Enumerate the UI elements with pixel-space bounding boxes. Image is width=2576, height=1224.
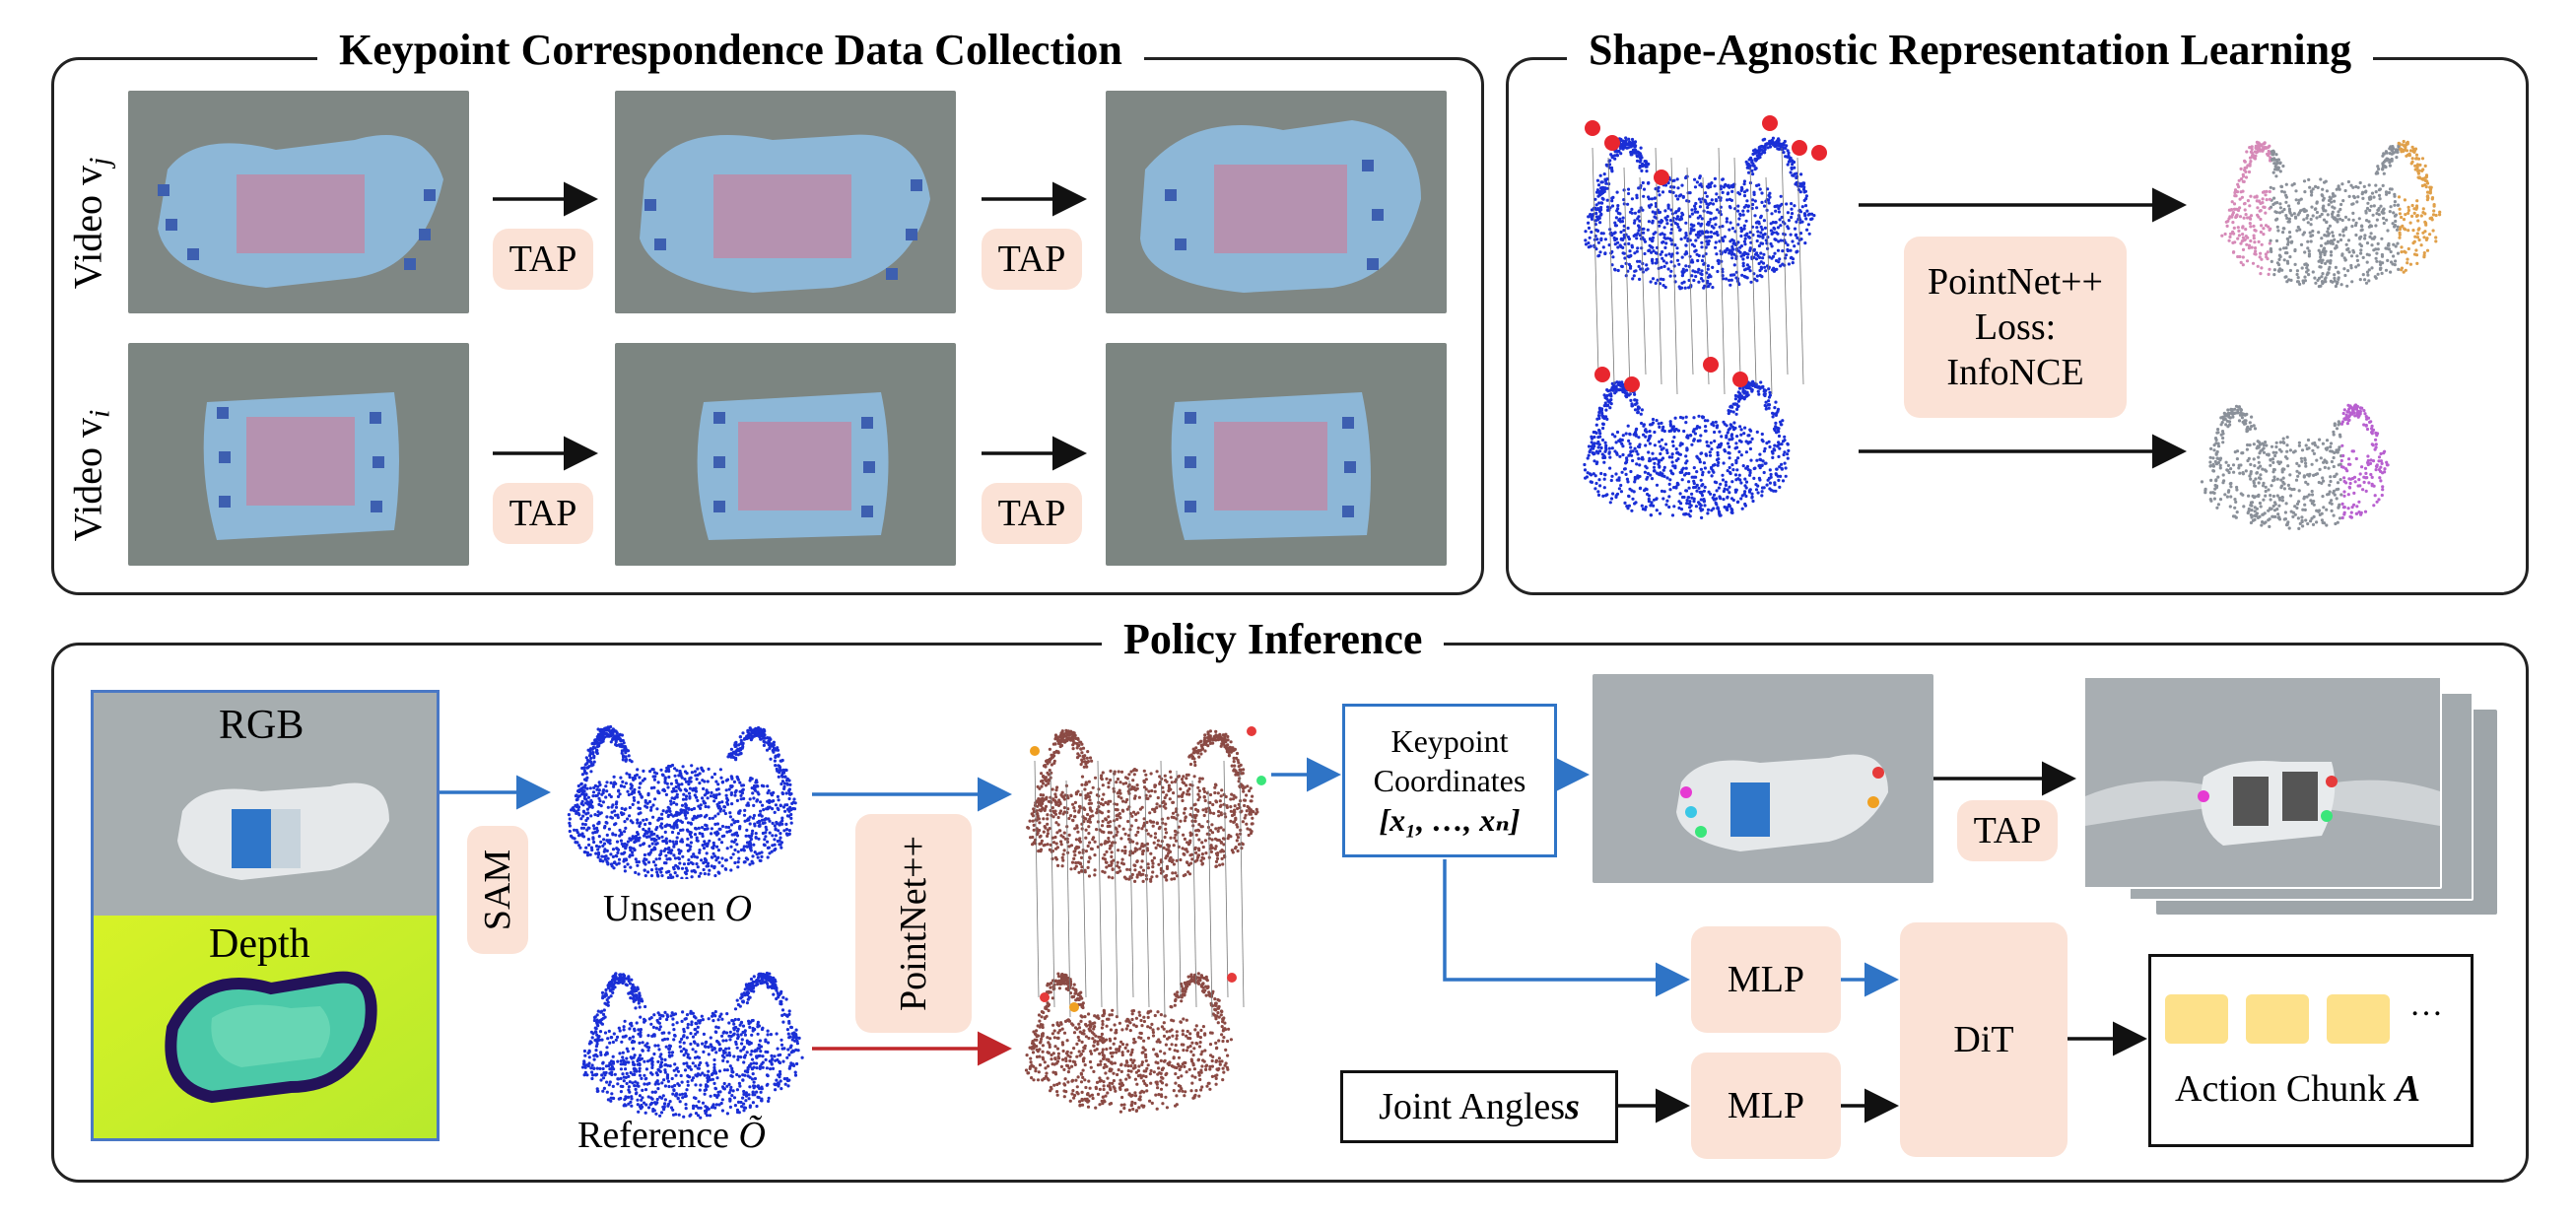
action-frame-front	[2083, 676, 2442, 889]
tap-pill-policy: TAP	[1957, 800, 2058, 861]
policy-title: Policy Inference	[1102, 613, 1445, 666]
mlp-joint-pill: MLP	[1691, 1053, 1841, 1159]
video-i-frame-2	[615, 343, 956, 566]
action-chunk-token-2	[2246, 994, 2309, 1044]
tap-pill-i-2: TAP	[982, 483, 1082, 544]
video-j-frame-2	[615, 91, 956, 313]
unseen-label: Unseen O	[603, 888, 752, 929]
pointnet-infonce-pill: PointNet++ Loss: InfoNCE	[1904, 237, 2127, 418]
depth-label: Depth	[209, 921, 310, 967]
mlp-keypoint-pill: MLP	[1691, 926, 1841, 1033]
feature-cloud-top	[2211, 114, 2458, 331]
joint-angles-box: Joint Angles s	[1340, 1070, 1618, 1143]
reference-label: Reference Õ	[577, 1115, 766, 1156]
pointnet-pill: PointNet++	[855, 814, 972, 1033]
unseen-point-cloud	[556, 698, 818, 879]
tap-pill-i-1: TAP	[493, 483, 593, 544]
matched-point-clouds	[1015, 702, 1291, 1135]
video-j-label: Video vj	[65, 157, 116, 290]
action-chunk-ellipsis: …	[2409, 986, 2443, 1023]
keypoint-coordinates-box: Keypoint Coordinates [x₁, …, xₙ]	[1342, 704, 1557, 857]
reference-point-cloud	[572, 946, 818, 1120]
rgb-label: RGB	[219, 703, 305, 748]
dit-pill: DiT	[1900, 922, 2068, 1157]
video-i-label: Video vi	[65, 409, 116, 542]
video-i-frame-3	[1106, 343, 1447, 566]
video-j-frame-1	[128, 91, 469, 313]
action-chunk-token-3	[2327, 994, 2390, 1044]
representation-title: Shape-Agnostic Representation Learning	[1567, 24, 2374, 77]
feature-cloud-bottom	[2194, 363, 2410, 540]
observation-frame	[1593, 674, 1933, 883]
tap-pill-j-1: TAP	[493, 229, 593, 290]
sam-pill: SAM	[467, 826, 528, 954]
paired-point-clouds	[1573, 108, 1849, 542]
collection-title: Keypoint Correspondence Data Collection	[317, 24, 1144, 77]
action-chunk-box: … Action Chunk A	[2148, 954, 2474, 1147]
action-chunk-token-1	[2165, 994, 2228, 1044]
rgb-depth-panel	[91, 690, 440, 1141]
action-chunk-label: Action Chunk A	[2175, 1068, 2421, 1110]
video-j-frame-3	[1106, 91, 1447, 313]
tap-pill-j-2: TAP	[982, 229, 1082, 290]
video-i-frame-1	[128, 343, 469, 566]
